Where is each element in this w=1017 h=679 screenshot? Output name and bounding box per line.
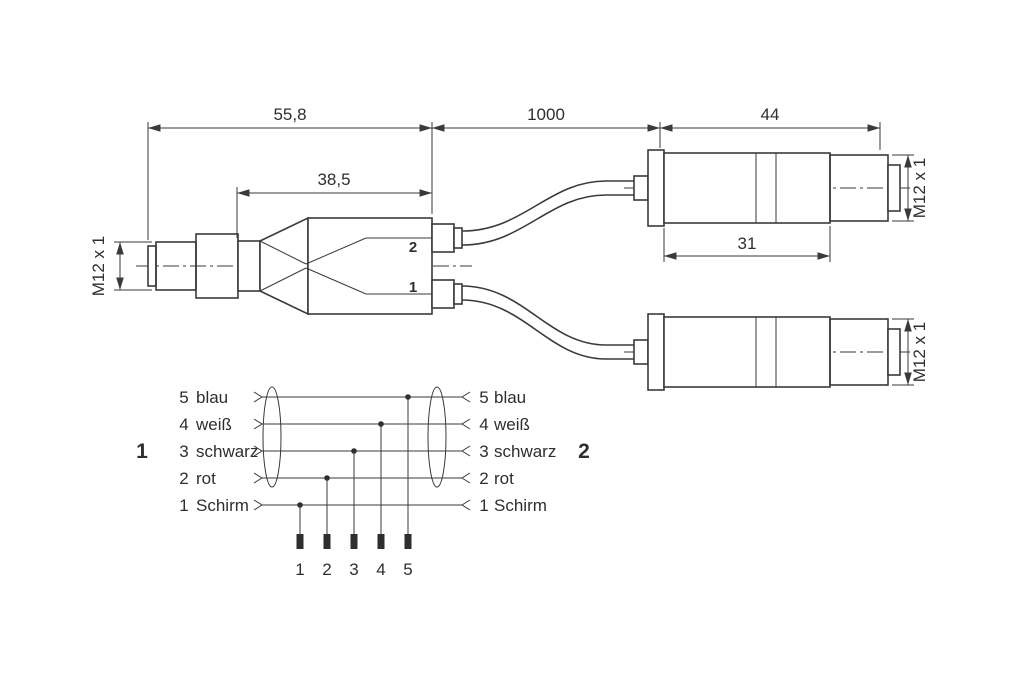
schematic-connector2-label: 2 [578, 440, 590, 463]
pin-number-left: 1 [179, 496, 188, 515]
pin-contact-right [461, 445, 471, 457]
terminal-pin [377, 534, 385, 549]
wire-color-right: blau [494, 388, 526, 407]
body-cone [259, 216, 309, 316]
wire-color-right: schwarz [494, 442, 556, 461]
cables [461, 180, 634, 360]
terminal-number: 3 [349, 560, 358, 579]
terminal-number: 1 [295, 560, 304, 579]
terminal-pin [350, 534, 358, 549]
connector-tip [147, 245, 157, 287]
wire-color-left: schwarz [196, 442, 258, 461]
branch-label-top: 2 [409, 239, 417, 256]
cable-sheath-ellipse-right [427, 386, 447, 488]
cable-bottom-upper-edge [461, 285, 634, 346]
pin-number-left: 2 [179, 469, 188, 488]
wire-color-right: weiß [493, 415, 530, 434]
pin-contact-right [461, 418, 471, 430]
dim-31: 31 [738, 234, 757, 253]
pin-number-right: 2 [479, 469, 488, 488]
flange-bottom [647, 313, 665, 391]
body-block [307, 217, 433, 315]
wire-color-left: blau [196, 388, 228, 407]
pin-number-right: 4 [479, 415, 488, 434]
flange-top [647, 149, 665, 227]
exit-collar-top [453, 227, 463, 249]
right-connector-top: 31 M12 x 1 [624, 149, 929, 262]
body-collar [237, 240, 261, 292]
dimension-top-chain: 55,8 1000 44 38,5 [147, 105, 881, 240]
terminal-pin [404, 534, 412, 549]
wire-color-left: Schirm [196, 496, 249, 515]
dim-38-5: 38,5 [317, 170, 350, 189]
terminal-number: 5 [403, 560, 412, 579]
pin-contact-left [253, 418, 263, 430]
branch-label-bottom: 1 [409, 279, 417, 296]
cable-sheath-ellipse-left [262, 386, 282, 488]
y-distributor-body: 2 1 [237, 216, 463, 316]
pin-number-left: 4 [179, 415, 188, 434]
body-top [663, 152, 831, 224]
pin-contact-left [253, 472, 263, 484]
pin-contact-right [461, 391, 471, 403]
pin-contact-left [253, 445, 263, 457]
pin-contact-right [461, 472, 471, 484]
schematic-connector1-label: 1 [136, 440, 148, 463]
front-face-top [887, 164, 901, 212]
dim-1000: 1000 [527, 105, 565, 124]
pin-number-left: 5 [179, 388, 188, 407]
cable-bottom-lower-edge [461, 299, 634, 360]
pin-contact-left [253, 391, 263, 403]
pin-contact-right [461, 499, 471, 511]
dim-44: 44 [761, 105, 780, 124]
body-bottom [663, 316, 831, 388]
terminal-number: 2 [322, 560, 331, 579]
cable-clamp-top [633, 175, 649, 201]
pin-contact-left [253, 499, 263, 511]
wiring-schematic: 1 2 1 2 [136, 386, 590, 579]
thread-label-right-top: M12 x 1 [910, 158, 929, 218]
exit-collar-bottom [453, 283, 463, 305]
cable-clamp-bottom [633, 339, 649, 365]
dim-55-8: 55,8 [273, 105, 306, 124]
wire-color-left: weiß [195, 415, 232, 434]
pin-number-left: 3 [179, 442, 188, 461]
exit-gland-bottom [431, 279, 455, 309]
right-connector-bottom: M12 x 1 [624, 313, 929, 391]
terminal-pin [296, 534, 304, 549]
wire-color-right: rot [494, 469, 514, 488]
thread-label-right-bottom: M12 x 1 [910, 322, 929, 382]
cable-top-upper-edge [461, 180, 634, 232]
pin-number-right: 1 [479, 496, 488, 515]
wire-color-left: rot [196, 469, 216, 488]
pin-number-right: 3 [479, 442, 488, 461]
terminal-pin [323, 534, 331, 549]
wire-color-right: Schirm [494, 496, 547, 515]
terminal-number: 4 [376, 560, 385, 579]
exit-gland-top [431, 223, 455, 253]
pin-number-right: 5 [479, 388, 488, 407]
thread-label-left: M12 x 1 [89, 236, 108, 296]
cable-top-lower-edge [461, 194, 634, 246]
front-face-bottom [887, 328, 901, 376]
